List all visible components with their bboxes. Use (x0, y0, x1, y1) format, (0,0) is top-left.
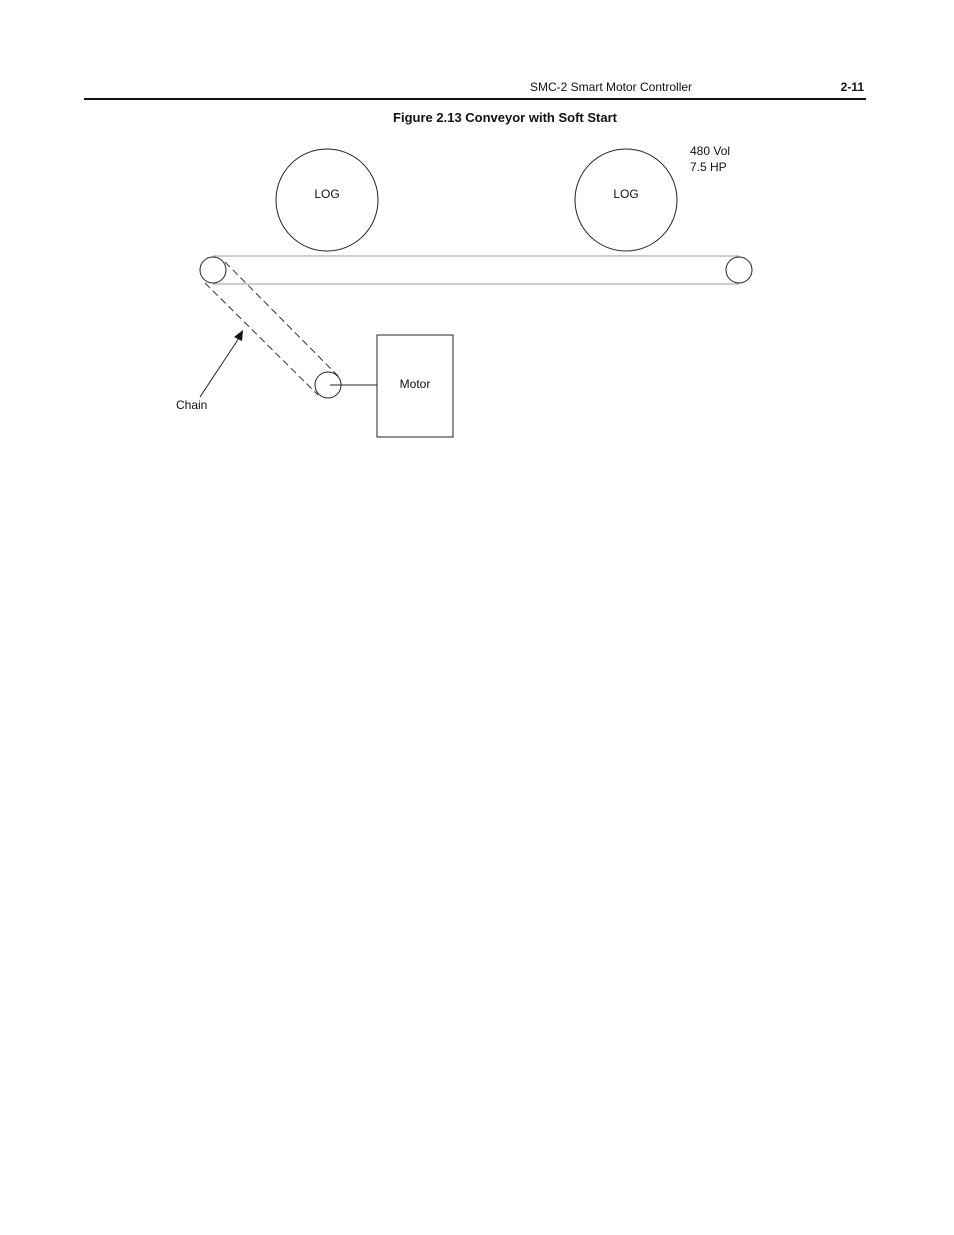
conveyor-pulley-left (199, 256, 227, 284)
log-right-label: LOG (613, 187, 638, 201)
log-right-circle (574, 148, 678, 252)
running-header-title: SMC-2 Smart Motor Controller (530, 80, 693, 94)
log-left-circle (275, 148, 379, 252)
chain-pointer-arrowhead (234, 330, 243, 341)
chain-label: Chain (176, 398, 207, 412)
figure-caption: Figure 2.13 Conveyor with Soft Start (393, 110, 617, 125)
log-left-label: LOG (314, 187, 339, 201)
chain-line-lower (204, 282, 319, 396)
horsepower-spec: 7.5 HP (690, 160, 727, 174)
voltage-spec: 480 Vol (690, 144, 730, 158)
page-number: 2-11 (840, 80, 864, 94)
chain-pointer-line (199, 337, 240, 398)
motor-box (376, 334, 454, 438)
motor-label: Motor (400, 377, 431, 391)
conveyor-pulley-right (725, 256, 753, 284)
chain-line-upper (224, 261, 341, 379)
header-rule (84, 98, 866, 100)
